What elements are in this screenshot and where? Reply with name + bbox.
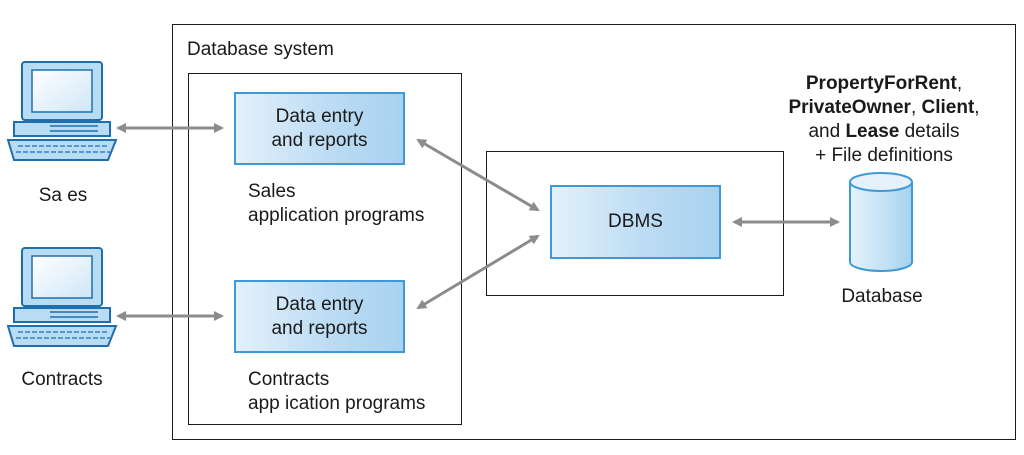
sales-box-line1: Data entry [275,105,364,127]
detail-lease: Lease [845,121,900,142]
detail-comma1: , [956,73,963,94]
sales-caption-line2: application programs [248,205,425,226]
sales-user-label: Sa es [38,185,88,206]
database-system-label: Database system [187,39,334,60]
dbms-box: DBMS [550,185,721,259]
detail-comma3: , [974,97,980,118]
arrow-contracts-app-dbms [416,234,540,310]
contracts-data-entry-box: Data entry and reports [234,280,405,353]
sales-caption-line1: Sales [248,181,296,202]
contracts-box-line2: and reports [271,317,368,339]
sales-computer-icon [6,61,118,161]
detail-property: PropertyForRent [805,73,957,94]
contracts-caption-line2: app ication programs [248,393,426,414]
database-label: Database [841,286,923,307]
dbms-label: DBMS [608,211,663,232]
detail-file-definitions: + File definitions [815,145,953,166]
arrow-sales-app-dbms [416,138,540,212]
database-details: PropertyForRent, PrivateOwner, Client, a… [760,72,1008,168]
database-cylinder-icon [849,172,913,272]
sales-data-entry-box: Data entry and reports [234,92,405,165]
detail-client: Client [921,97,975,118]
detail-comma2: , [910,97,922,118]
detail-and: and [808,121,846,142]
detail-details-word: details [899,121,960,142]
contracts-caption-line1: Contracts [248,369,330,390]
contracts-computer-icon [6,247,118,347]
contracts-user-label: Contracts [21,369,103,390]
sales-box-line2: and reports [271,129,368,151]
detail-owner: PrivateOwner [788,97,911,118]
contracts-box-line1: Data entry [275,293,364,315]
